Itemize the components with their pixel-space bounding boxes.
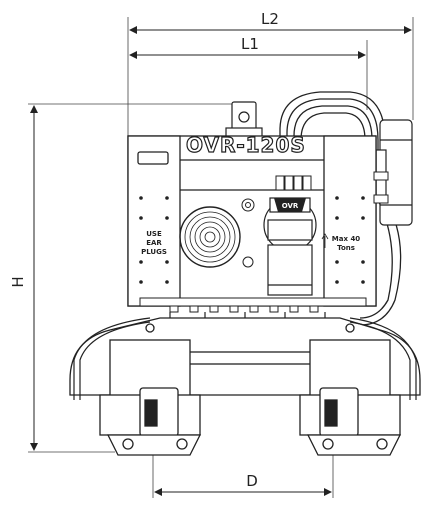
clamp-hoses (73, 317, 417, 400)
ear-plug-warning: USE EAR PLUGS (141, 230, 167, 256)
dimension-label-h: H (9, 276, 27, 287)
model-name: OVR-120S (186, 133, 306, 157)
dimension-label-l2: L2 (261, 10, 279, 28)
cooling-fan (179, 206, 241, 268)
dimension-l2 (127, 17, 414, 140)
dimension-h (28, 103, 232, 453)
svg-text:Max 40: Max 40 (332, 235, 361, 243)
svg-text:EAR: EAR (146, 239, 162, 247)
panel-bolts (139, 196, 365, 284)
right-clamp (299, 339, 402, 456)
capacity-plate: Max 40 Tons (321, 233, 361, 252)
dimension-l1 (129, 40, 368, 110)
hose-fittings (275, 171, 389, 204)
hydraulic-motor (263, 197, 317, 296)
svg-text:PLUGS: PLUGS (141, 248, 167, 256)
ove-logo: OVR (274, 198, 306, 212)
left-clamp (99, 339, 202, 456)
gauge (241, 198, 255, 268)
svg-text:Tons: Tons (337, 244, 355, 252)
dimension-label-d: D (246, 472, 258, 490)
main-body (127, 135, 377, 307)
svg-text:USE: USE (146, 230, 162, 238)
svg-text:OVR: OVR (282, 202, 299, 210)
dimension-label-l1: L1 (241, 35, 259, 53)
body-base-bolts (139, 297, 367, 313)
